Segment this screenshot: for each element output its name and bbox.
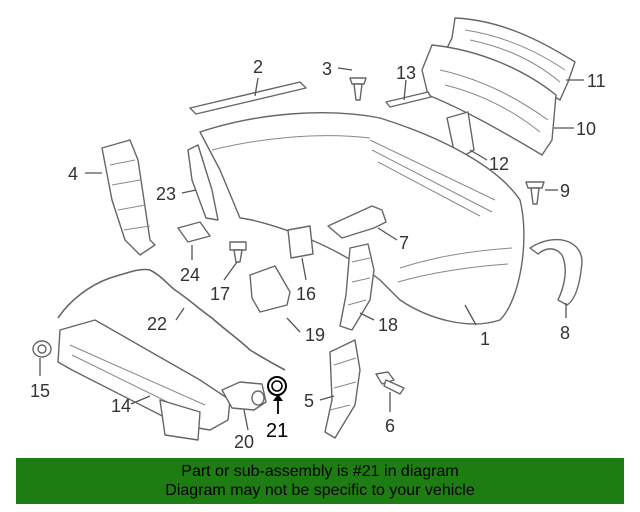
callout-12: 12 — [489, 154, 509, 174]
callout-11: 11 — [587, 71, 606, 91]
callout-1: 1 — [480, 329, 490, 349]
callout-22: 22 — [147, 314, 167, 334]
part-8-liner — [529, 238, 583, 306]
callout-21: 21 — [266, 420, 288, 442]
notice-line-2: Diagram may not be specific to your vehi… — [165, 482, 475, 499]
part-24-pad — [177, 221, 211, 243]
part-7-bracket — [327, 205, 387, 239]
callout-7: 7 — [399, 233, 409, 253]
part-22-harness — [57, 268, 286, 371]
callout-4: 4 — [68, 164, 78, 184]
leader-lines — [39, 67, 584, 431]
callout-13: 13 — [396, 63, 416, 83]
callout-23: 23 — [156, 184, 176, 204]
part-16-block — [287, 225, 314, 259]
part-6-screw — [375, 371, 405, 395]
notice-banner: Part or sub-assembly is #21 in diagram D… — [16, 458, 624, 504]
callout-6: 6 — [385, 416, 395, 436]
part-13-strip — [385, 91, 432, 108]
part-5-bracket — [324, 339, 361, 439]
callout-17: 17 — [210, 284, 230, 304]
part-4-side-bracket — [101, 139, 156, 256]
callout-24: 24 — [180, 265, 200, 285]
callout-8: 8 — [560, 323, 570, 343]
callout-5: 5 — [304, 391, 314, 411]
callout-2: 2 — [253, 57, 263, 77]
part-2-molding — [189, 81, 307, 115]
part-19-module — [249, 265, 291, 313]
part-9-clip — [525, 181, 545, 205]
callout-20: 20 — [234, 432, 254, 452]
part-20-sensor — [221, 381, 267, 411]
part-18-bracket — [339, 243, 375, 331]
parts-diagram: 1 2 3 4 5 6 7 8 9 10 11 12 13 14 15 16 1… — [30, 17, 606, 452]
part-14-impact-bar — [57, 319, 231, 441]
part-23-bracket — [187, 144, 219, 221]
notice-line-1: Part or sub-assembly is #21 in diagram — [181, 463, 459, 480]
callout-10: 10 — [576, 119, 596, 139]
part-3-clip — [349, 77, 367, 101]
part-10-reinforcement — [421, 44, 557, 156]
part-21-seal — [267, 376, 287, 396]
callout-18: 18 — [378, 315, 398, 335]
callout-16: 16 — [296, 284, 316, 304]
part-17-fastener — [229, 241, 247, 263]
callout-15: 15 — [30, 381, 50, 401]
part-15-grommet — [32, 340, 52, 358]
callout-19: 19 — [305, 325, 325, 345]
callout-3: 3 — [322, 59, 332, 79]
callout-14: 14 — [111, 396, 131, 416]
callout-9: 9 — [560, 181, 570, 201]
